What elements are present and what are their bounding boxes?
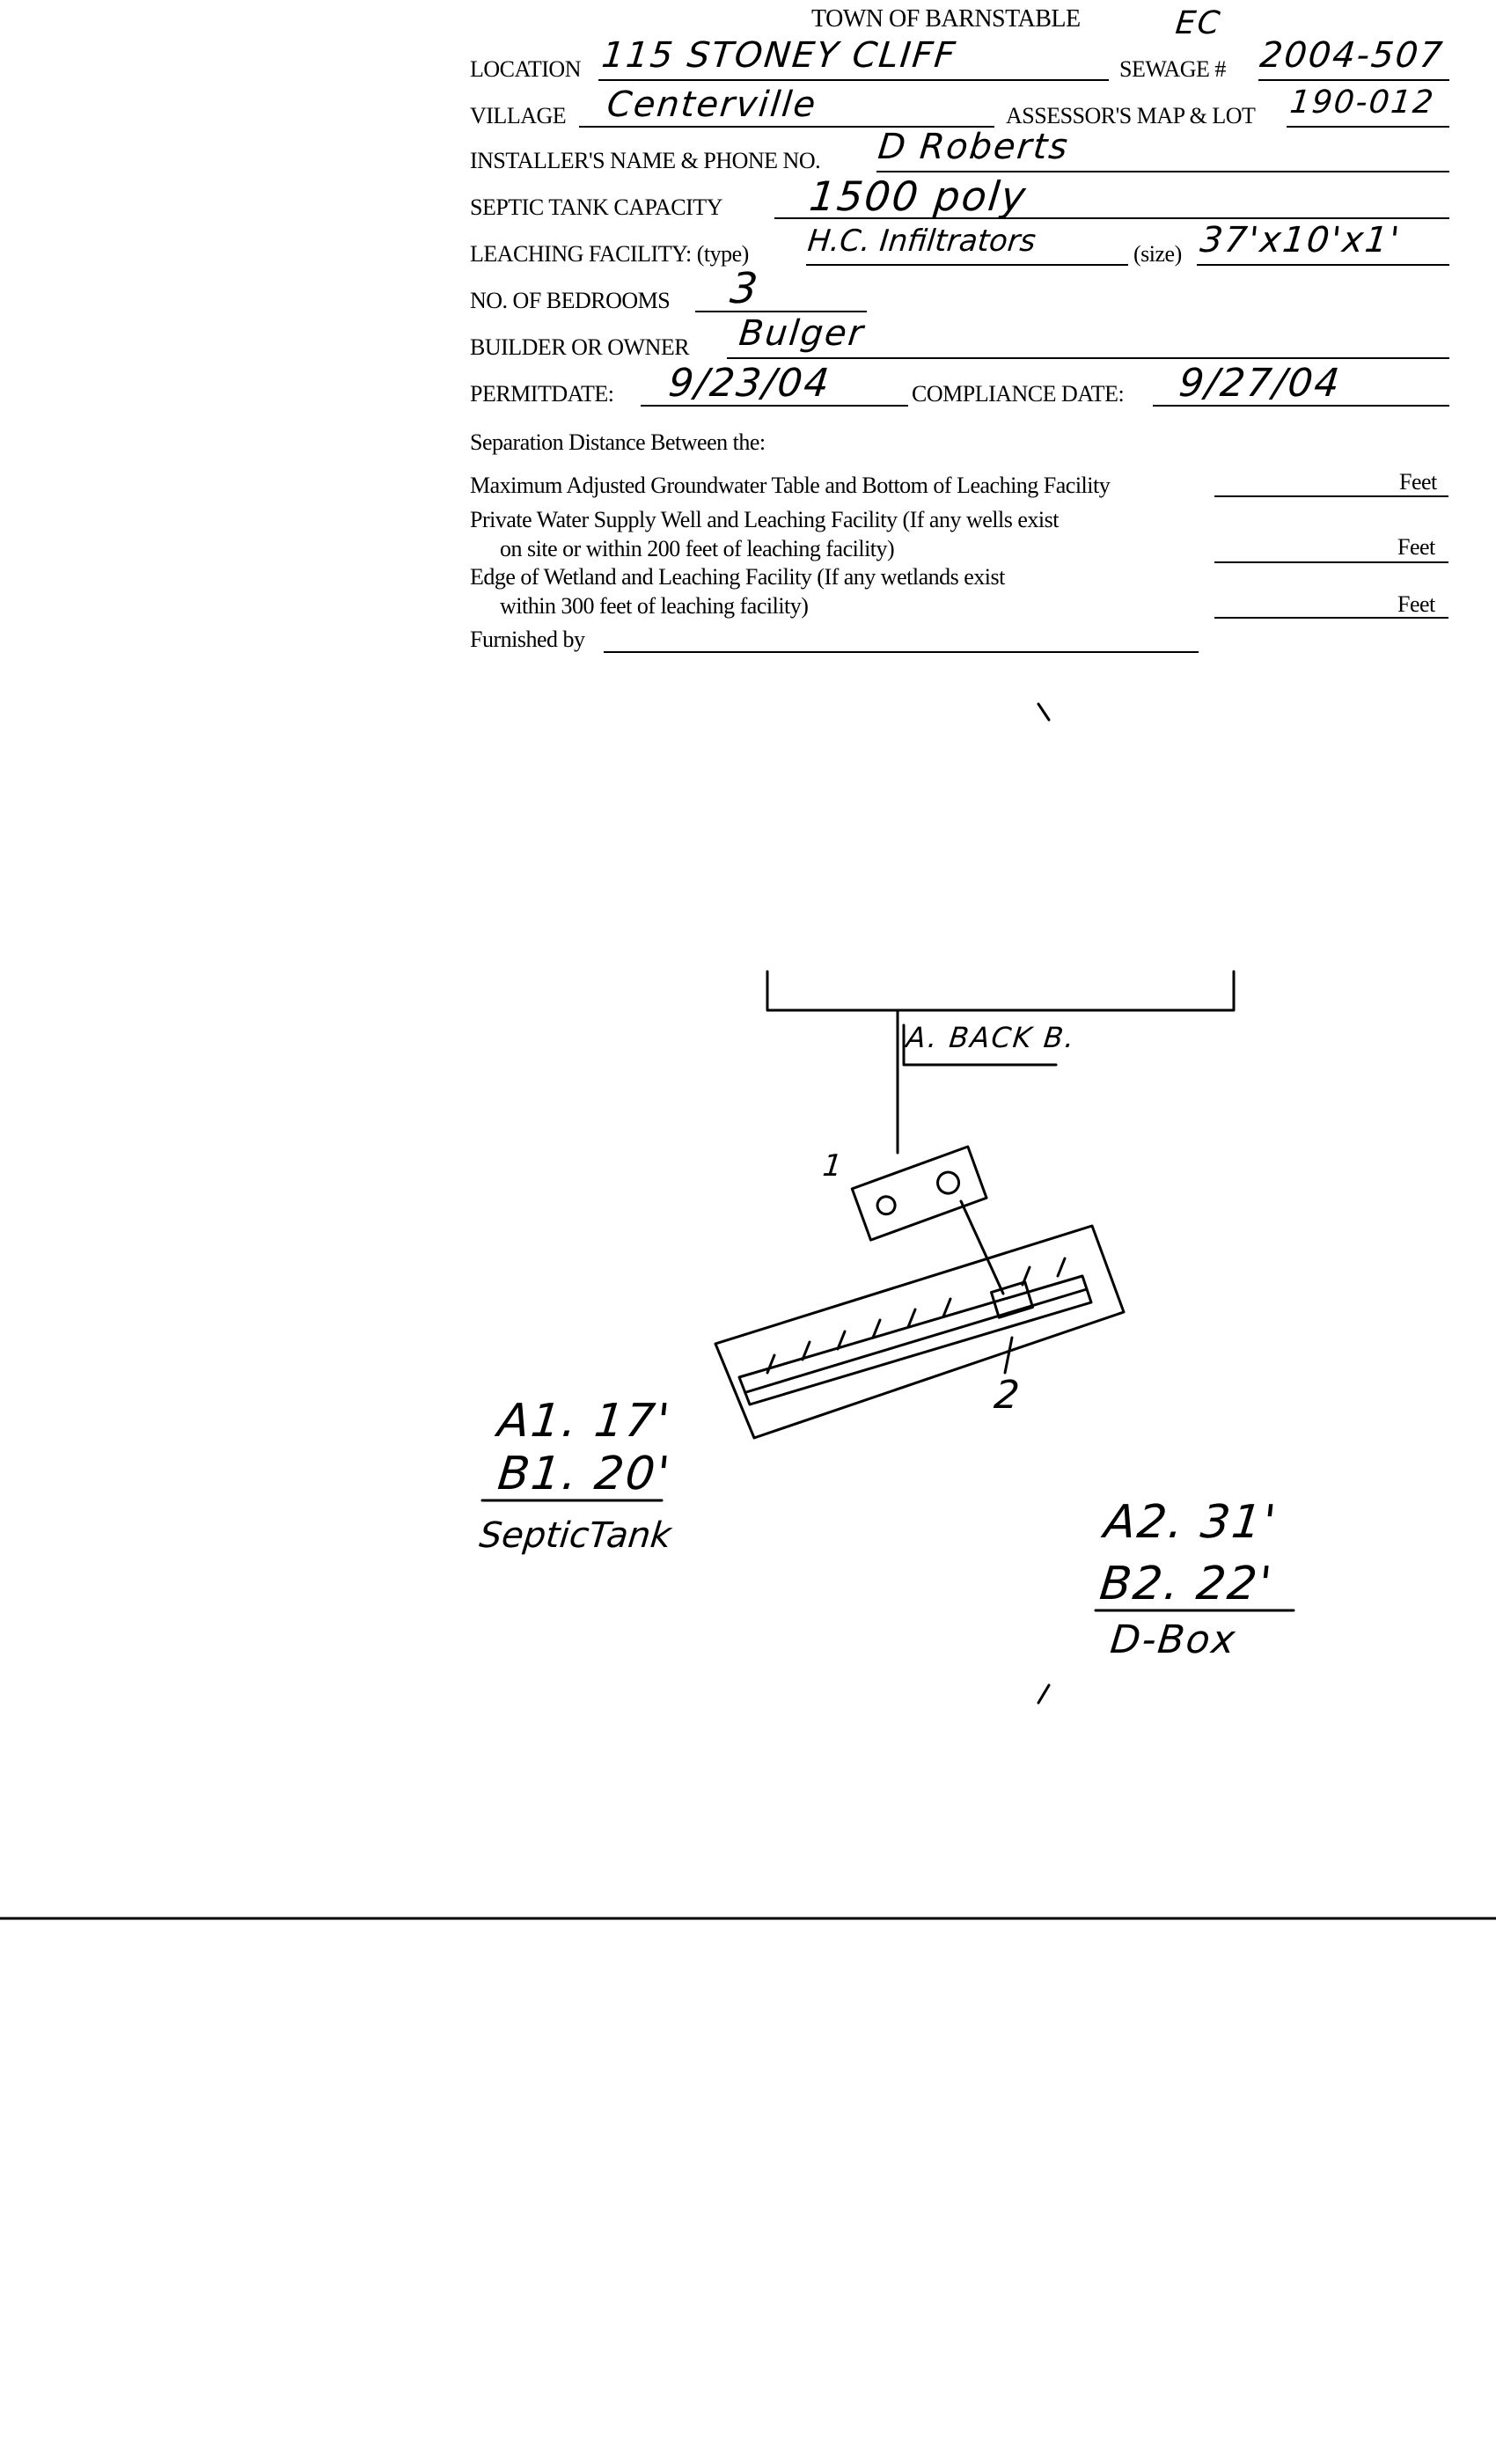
map-lot-label: ASSESSOR'S MAP & LOT	[1006, 103, 1256, 128]
furnished-by-label: Furnished by	[470, 627, 585, 652]
permit-date-label: PERMITDATE:	[470, 381, 614, 407]
dbox-a-distance: A2. 31'	[1101, 1496, 1280, 1549]
location-underline	[598, 79, 1109, 81]
pipe-line	[959, 1199, 1005, 1295]
installer-label: INSTALLER'S NAME & PHONE NO.	[470, 148, 821, 173]
feet-unit: Feet	[1399, 469, 1437, 495]
septic-tank-shape	[850, 1145, 988, 1242]
reference-label: A. BACK B.	[905, 1021, 1078, 1054]
separation-row-2-cont: on site or within 200 feet of leaching f…	[500, 536, 895, 561]
separation-heading: Separation Distance Between the:	[470, 429, 766, 455]
location-label: LOCATION	[470, 56, 582, 82]
compliance-date-label: COMPLIANCE DATE:	[912, 381, 1125, 407]
bedrooms-underline	[695, 311, 867, 312]
septic-label: SepticTank	[477, 1515, 673, 1556]
separation-row-1-underline	[1214, 495, 1448, 497]
sewage-label: SEWAGE #	[1119, 56, 1226, 82]
leaching-size-underline	[1197, 264, 1449, 266]
dbox-label: D-Box	[1108, 1617, 1239, 1662]
tank-capacity-underline	[774, 217, 1449, 219]
separation-row-2: Private Water Supply Well and Leaching F…	[470, 507, 1059, 532]
dbox-b-distance: B2. 22'	[1096, 1558, 1276, 1610]
separation-row-1: Maximum Adjusted Groundwater Table and B…	[470, 473, 1111, 498]
builder-underline	[727, 357, 1449, 359]
builder-label: BUILDER OR OWNER	[470, 334, 690, 360]
compliance-date-underline	[1153, 405, 1449, 407]
feet-unit: Feet	[1397, 534, 1435, 560]
dbox-number: 2	[992, 1373, 1023, 1418]
sewage-underline	[1258, 79, 1449, 81]
leaching-type-underline	[806, 264, 1128, 266]
separation-row-3: Edge of Wetland and Leaching Facility (I…	[470, 564, 1005, 590]
reference-bracket	[902, 1023, 1058, 1067]
separation-row-3-cont: within 300 feet of leaching facility)	[500, 593, 809, 619]
house-outline	[766, 970, 1236, 1012]
village-underline	[579, 126, 994, 128]
leaching-type-label: LEACHING FACILITY: (type)	[470, 241, 749, 267]
tank-number: 1	[820, 1148, 846, 1184]
permit-date-underline	[641, 405, 908, 407]
feet-unit: Feet	[1397, 591, 1435, 617]
separation-row-2-underline	[1214, 561, 1448, 563]
stray-mark	[1037, 702, 1051, 722]
furnished-by-underline	[604, 651, 1199, 653]
form-title: TOWN OF BARNSTABLE	[811, 5, 1081, 33]
septic-a-distance: A1. 17'	[495, 1395, 674, 1448]
village-label: VILLAGE	[470, 103, 567, 128]
separation-row-3-underline	[1214, 617, 1448, 619]
bedrooms-label: NO. OF BEDROOMS	[470, 288, 671, 313]
tank-capacity-label: SEPTIC TANK CAPACITY	[470, 194, 722, 220]
septic-b-distance: B1. 20'	[495, 1448, 674, 1500]
leaching-size-label: (size)	[1133, 241, 1182, 267]
installer-underline	[876, 171, 1449, 172]
map-lot-underline	[1287, 126, 1449, 128]
stray-mark	[1037, 1683, 1051, 1705]
leaching-field-shape	[714, 1224, 1126, 1440]
